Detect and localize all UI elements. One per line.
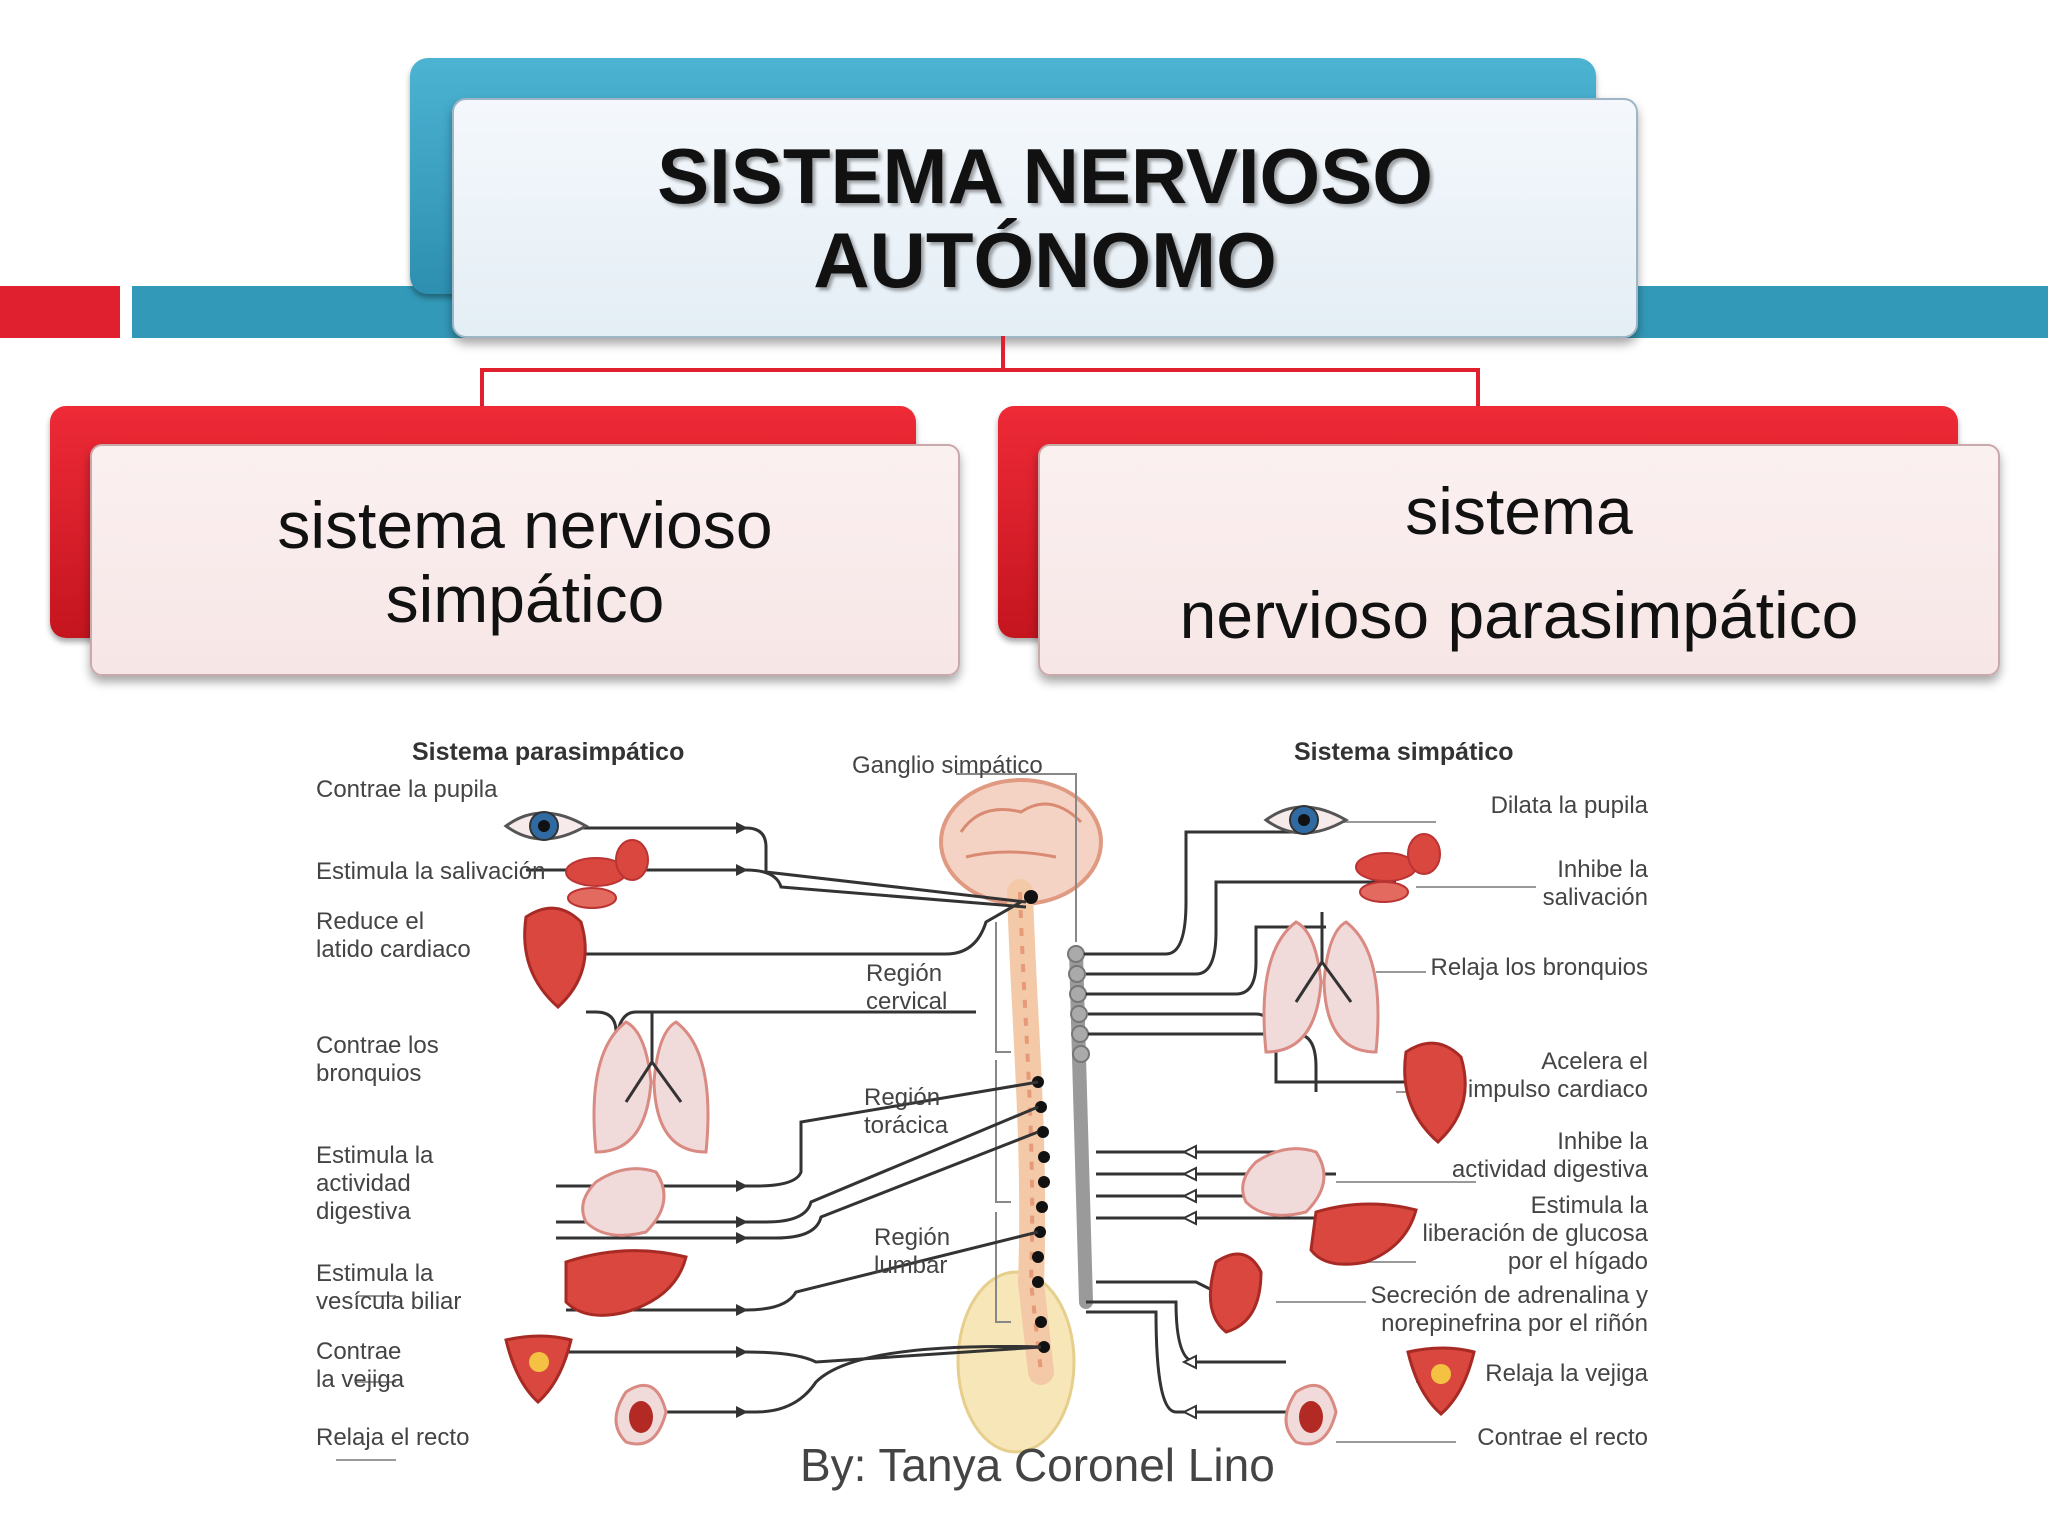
right-label-liver: Estimula la liberación de glucosa por el… (1422, 1192, 1648, 1275)
right-label-salivation: Inhibe la salivación (1542, 856, 1648, 911)
parasympathetic-label-line1: sistema (1405, 474, 1633, 548)
right-lungs-icon (1262, 912, 1380, 1054)
left-heart-icon (523, 906, 587, 1010)
sympathetic-chain (1069, 945, 1093, 1309)
author-credit: By: Tanya Coronel Lino (800, 1439, 1275, 1491)
right-liver-icon (1309, 1202, 1418, 1266)
left-label-rectum: Relaja el recto (316, 1424, 470, 1451)
left-bladder-icon (504, 1334, 573, 1405)
left-salivary-glands-icon (565, 839, 649, 909)
ganglion-label: Ganglio simpático (852, 752, 1043, 779)
red-stripe (0, 286, 120, 338)
left-label-pupil: Contrae la pupila (316, 776, 498, 803)
left-lungs-icon (592, 1012, 710, 1154)
right-stomach-icon (1241, 1147, 1326, 1217)
diagram-graphics (336, 773, 1536, 1461)
right-label-digestive: Inhibe la actividad digestiva (1451, 1128, 1648, 1183)
region-lumbar: Región lumbar (874, 1224, 951, 1279)
region-cervical: Región cervical (866, 960, 948, 1015)
left-label-heart: Reduce el latido cardiaco (316, 908, 471, 963)
right-label-rectum: Contrae el recto (1477, 1424, 1648, 1451)
right-label-bladder: Relaja la vejiga (1485, 1360, 1648, 1387)
parasympathetic-heading: Sistema parasimpático (412, 738, 685, 766)
left-eye-icon (503, 811, 590, 841)
sympathetic-heading: Sistema simpático (1294, 738, 1514, 766)
title-box: SISTEMA NERVIOSO AUTÓNOMO (452, 98, 1638, 338)
connector-horizontal (480, 368, 1480, 372)
left-label-bronchi: Contrae los bronquios (316, 1032, 439, 1087)
pelvis-shape (956, 1270, 1076, 1454)
connector-left (480, 368, 484, 408)
right-salivary-glands-icon (1355, 833, 1441, 903)
right-label-kidney: Secreción de adrenalina y norepinefrina … (1370, 1282, 1648, 1337)
connector-vertical (1001, 336, 1005, 372)
sympathetic-box: sistema nervioso simpático (90, 444, 960, 676)
right-label-heart: Acelera el impulso cardiaco (1467, 1048, 1648, 1103)
left-label-digestive: Estimula la actividad digestiva (316, 1142, 434, 1225)
right-heart-icon (1403, 1041, 1467, 1145)
right-label-pupil: Dilata la pupila (1490, 792, 1648, 819)
right-label-bronchi: Relaja los bronquios (1430, 954, 1648, 981)
right-kidney-icon (1208, 1252, 1263, 1334)
title-text: SISTEMA NERVIOSO AUTÓNOMO (657, 132, 1433, 304)
nervous-system-diagram: Sistema parasimpático Sistema simpático … (296, 722, 1668, 1482)
connector-right (1476, 368, 1480, 408)
right-bladder-icon (1406, 1346, 1476, 1416)
right-eye-icon (1263, 805, 1350, 835)
left-liver-icon (564, 1249, 688, 1317)
left-label-bladder: Contrae la vejiga (316, 1338, 405, 1393)
left-rectum-icon (614, 1383, 668, 1446)
left-label-gallbladder: Estimula la vesícula biliar (316, 1260, 462, 1315)
region-thoracic: Región torácica (864, 1084, 949, 1139)
left-stomach-icon (581, 1167, 666, 1237)
right-rectum-icon (1284, 1383, 1338, 1446)
sympathetic-label: sistema nervioso simpático (277, 488, 773, 636)
left-label-salivation: Estimula la salivación (316, 858, 546, 885)
parasympathetic-label-line2: nervioso parasimpático (1179, 578, 1859, 652)
parasympathetic-box: sistema nervioso parasimpático (1038, 444, 2000, 676)
